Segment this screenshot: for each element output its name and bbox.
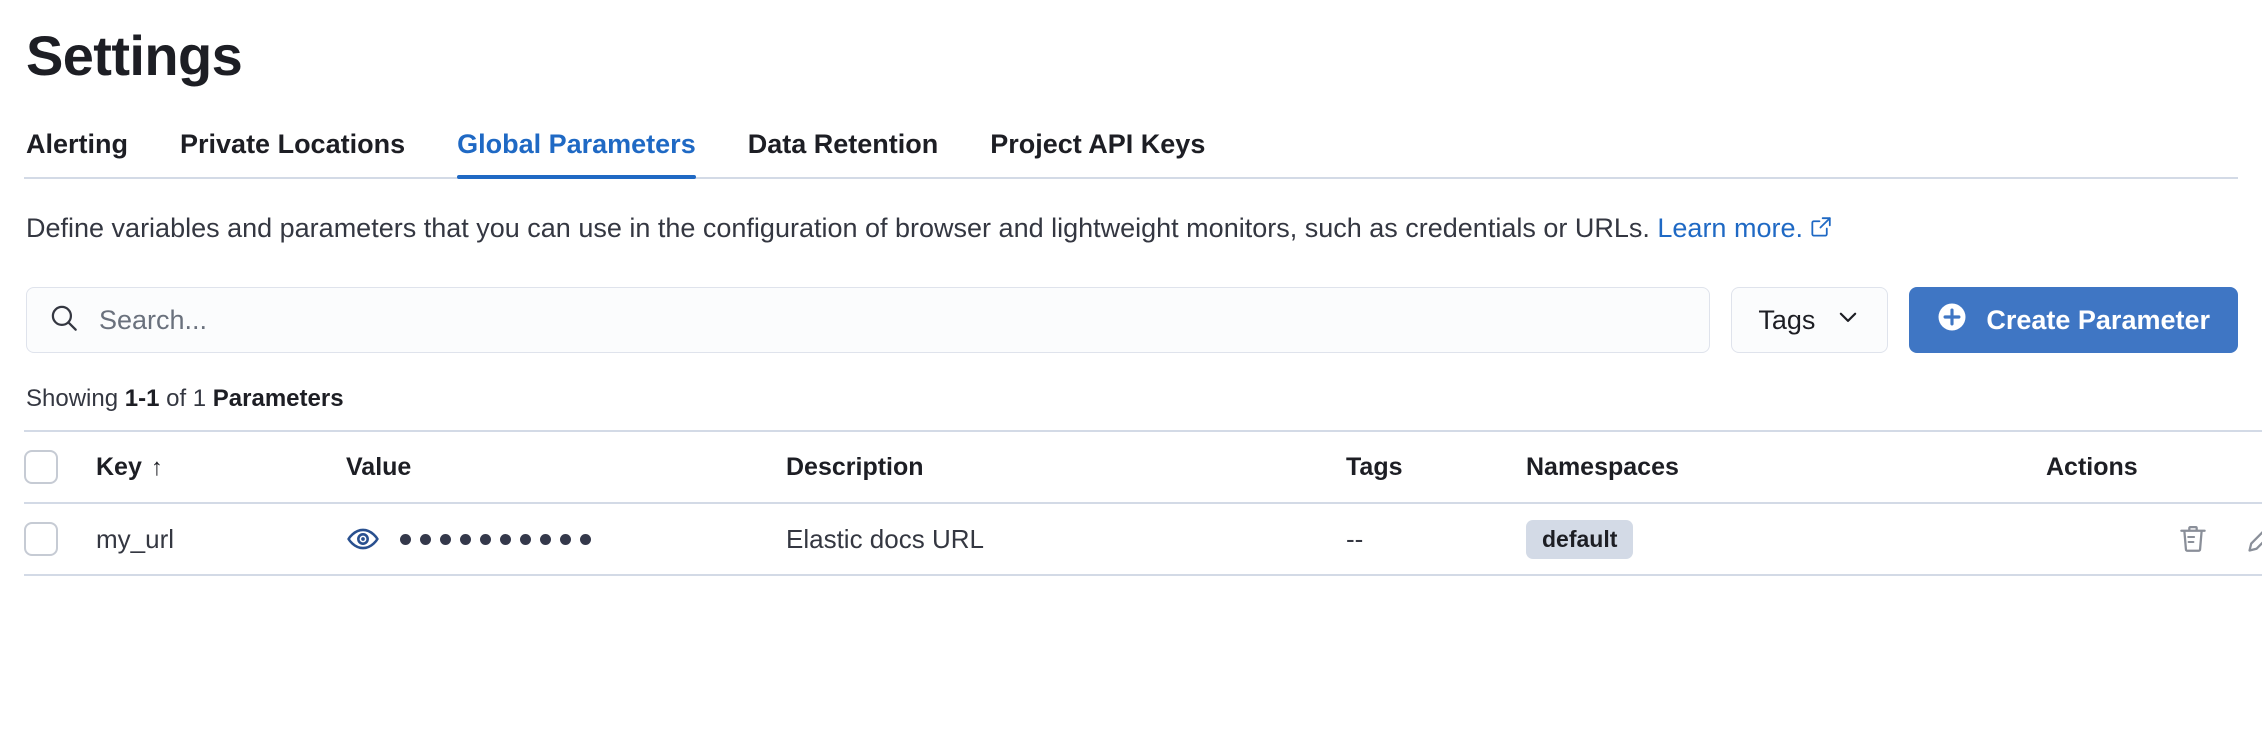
column-header-key-label: Key	[96, 452, 142, 481]
cell-key: my_url	[96, 503, 346, 577]
select-all-cell	[24, 431, 96, 505]
column-header-namespaces[interactable]: Namespaces	[1526, 431, 2046, 505]
page-title: Settings	[26, 24, 243, 87]
results-summary: Showing 1-1 of 1 Parameters	[24, 385, 2238, 413]
external-link-icon	[1810, 210, 1832, 249]
search-icon	[49, 303, 79, 338]
tab-private-locations[interactable]: Private Locations	[180, 129, 406, 159]
tab-data-retention[interactable]: Data Retention	[747, 129, 939, 159]
cell-description: Elastic docs URL	[786, 503, 1346, 577]
pencil-icon[interactable]	[2244, 522, 2262, 556]
parameters-table: Key ↑ Value Description Tags Namespaces A…	[24, 430, 2262, 577]
eye-icon[interactable]	[346, 522, 380, 556]
search-placeholder: Search...	[99, 304, 208, 335]
settings-tabs: Alerting Private Locations Global Parame…	[24, 131, 2238, 179]
column-header-tags[interactable]: Tags	[1346, 431, 1526, 505]
page-description: Define variables and parameters that you…	[24, 209, 2204, 249]
summary-prefix: Showing	[26, 385, 125, 413]
tab-project-api-keys[interactable]: Project API Keys	[990, 129, 1206, 159]
learn-more-link[interactable]: Learn more.	[1657, 213, 1803, 243]
cell-tags: --	[1346, 503, 1526, 577]
create-parameter-label: Create Parameter	[1986, 304, 2210, 335]
create-parameter-button[interactable]: Create Parameter	[1909, 287, 2238, 354]
summary-middle: of 1	[159, 385, 213, 413]
column-header-value[interactable]: Value	[346, 431, 786, 505]
select-all-checkbox[interactable]	[24, 450, 58, 485]
description-text: Define variables and parameters that you…	[26, 213, 1650, 243]
summary-unit: Parameters	[212, 385, 344, 413]
cell-actions	[2046, 503, 2262, 577]
tab-global-parameters[interactable]: Global Parameters	[431, 131, 722, 179]
learn-more-label: Learn more.	[1657, 213, 1803, 243]
column-header-key[interactable]: Key ↑	[96, 431, 346, 505]
trash-icon[interactable]	[2176, 522, 2210, 556]
column-header-description[interactable]: Description	[786, 431, 1346, 505]
column-header-actions: Actions	[2046, 431, 2262, 505]
namespace-badge: default	[1526, 519, 1634, 559]
cell-value	[346, 503, 786, 577]
search-input[interactable]: Search...	[26, 287, 1711, 354]
sort-ascending-icon: ↑	[150, 453, 163, 481]
summary-range: 1-1	[124, 385, 160, 413]
plus-circle-icon	[1937, 302, 1967, 339]
cell-namespaces: default	[1526, 503, 2046, 577]
masked-value	[400, 533, 591, 545]
chevron-down-icon	[1835, 304, 1861, 337]
tags-filter-label: Tags	[1758, 304, 1816, 335]
row-select-cell	[24, 503, 96, 577]
row-select-checkbox[interactable]	[24, 522, 58, 557]
filter-toolbar: Search... Tags Create Parameter	[24, 287, 2238, 354]
table-header-row: Key ↑ Value Description Tags Namespaces A…	[24, 431, 2262, 505]
table-row: my_url	[24, 503, 2262, 577]
tab-alerting[interactable]: Alerting	[26, 129, 129, 159]
tags-filter-button[interactable]: Tags	[1731, 287, 1889, 354]
